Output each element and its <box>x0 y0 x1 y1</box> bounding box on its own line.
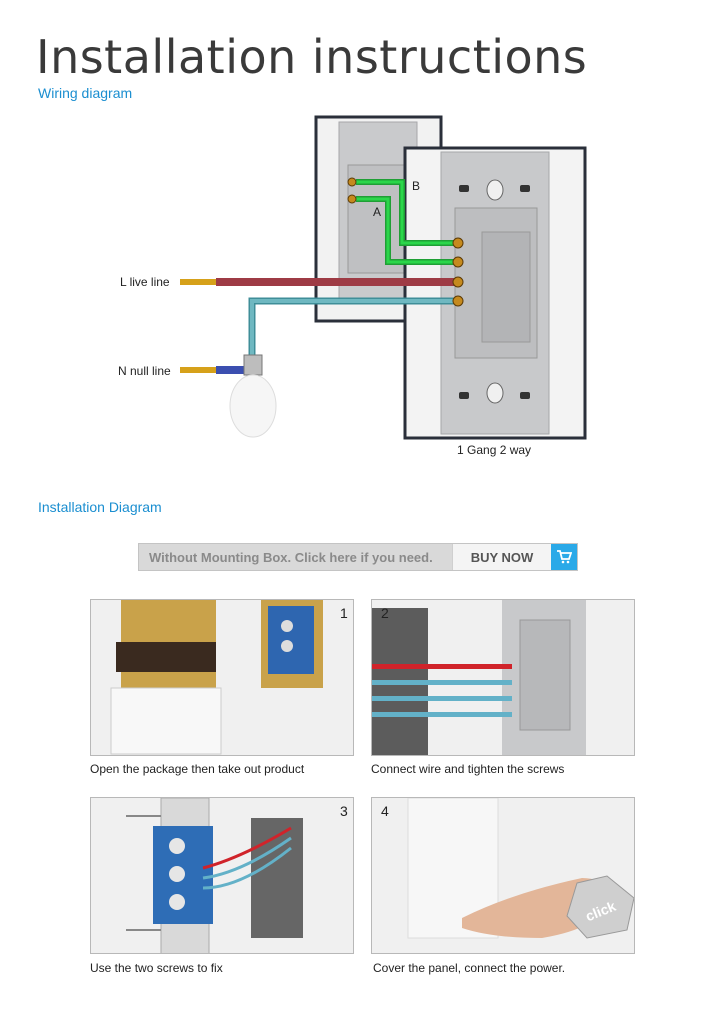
wiring-caption: 1 Gang 2 way <box>457 443 532 457</box>
step-2-number: 2 <box>381 605 389 621</box>
wire-a-label: A <box>373 205 382 219</box>
installation-diagram-heading: Installation Diagram <box>38 499 162 515</box>
buy-bar-text[interactable]: Without Mounting Box. Click here if you … <box>149 549 433 565</box>
step-2-caption: Connect wire and tighten the screws <box>371 762 565 776</box>
shopping-cart-icon[interactable] <box>551 544 577 570</box>
step-2-image <box>371 599 635 756</box>
traveler-wires <box>356 179 456 265</box>
live-line-label: L live line <box>120 275 170 289</box>
step-1-caption: Open the package then take out product <box>90 762 305 776</box>
buy-now-button[interactable]: BUY NOW <box>452 544 551 570</box>
wiring-diagram <box>180 115 587 440</box>
step-4-image <box>371 797 635 954</box>
step-1-image <box>90 599 354 756</box>
step-3-number: 3 <box>340 803 348 819</box>
buy-mounting-box-banner[interactable]: Without Mounting Box. Click here if you … <box>138 543 578 571</box>
live-wire <box>180 278 456 286</box>
null-line-label: N null line <box>118 364 171 378</box>
step-3-image <box>90 797 354 954</box>
neutral-wire <box>180 297 456 374</box>
step-3-caption: Use the two screws to fix <box>90 961 223 975</box>
page-title: Installation instructions <box>36 30 588 84</box>
terminal-screws <box>347 177 464 307</box>
step-4-caption: Cover the panel, connect the power. <box>373 961 566 975</box>
wiring-diagram-heading: Wiring diagram <box>38 85 133 101</box>
front-switch <box>403 146 587 440</box>
step-4-number: 4 <box>381 803 389 819</box>
step-1-number: 1 <box>340 605 348 621</box>
wire-b-label: B <box>412 179 421 193</box>
light-bulb-icon <box>229 354 277 438</box>
